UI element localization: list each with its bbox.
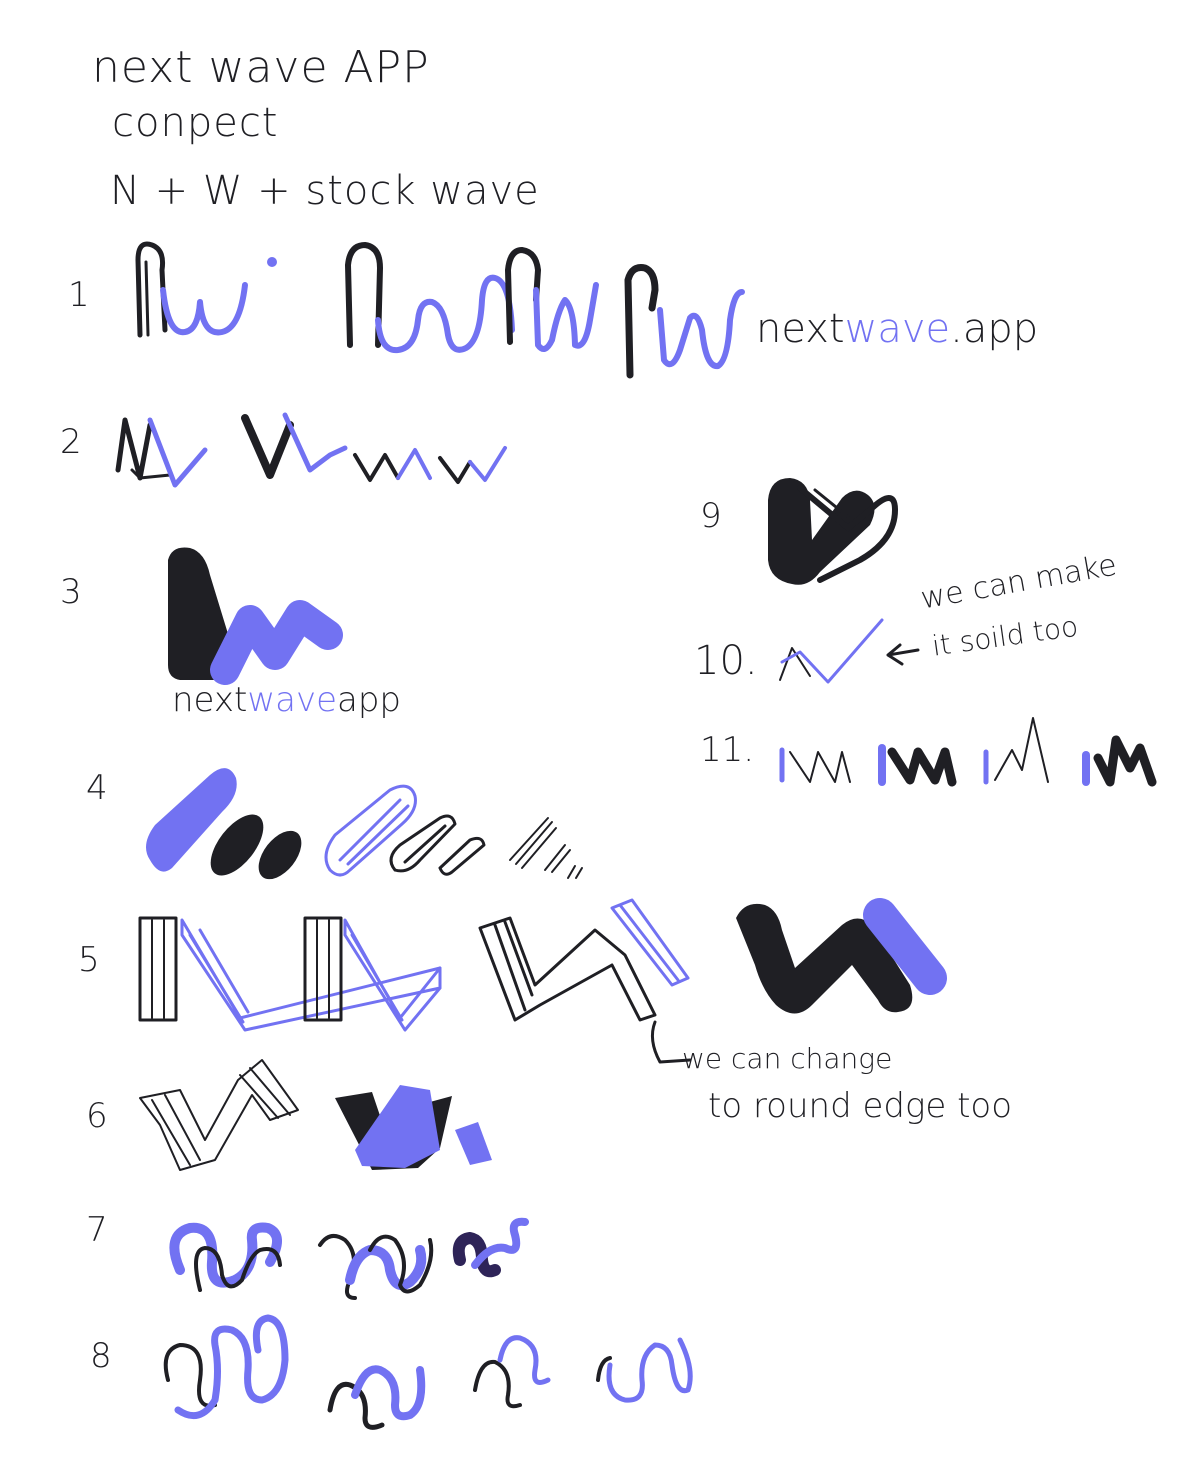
title-line-3: N + W + stock wave: [110, 168, 540, 214]
sketch-row-11: [779, 717, 1157, 787]
sketch-row-8: [163, 1314, 693, 1430]
logo-sketch-1d: [624, 264, 745, 379]
wordmark-1-app: .app: [950, 306, 1039, 352]
logo-sketch-1b: [345, 242, 515, 354]
row-number-5: 5: [78, 940, 100, 980]
logo-sketch-1a: [135, 241, 277, 338]
sketch-row-1: [135, 241, 745, 379]
sketch-row-3: [168, 547, 343, 685]
row-number-3: 3: [60, 572, 82, 612]
title-line-2: conpect: [112, 100, 279, 146]
wordmark-3-wave: wave: [247, 680, 338, 720]
wordmark-1-next: next: [756, 306, 845, 352]
title-line-1: next wave APP: [92, 42, 430, 93]
logo-sketch-1c: [505, 247, 599, 352]
row-number-7: 7: [86, 1210, 108, 1250]
row-number-11: 11.: [700, 730, 755, 770]
sketch-row-2: [115, 412, 507, 488]
sketch-row-7: [169, 1217, 529, 1300]
wordmark-row-1: nextwave.app: [756, 306, 1038, 352]
row-number-8: 8: [90, 1336, 112, 1376]
sketch-row-5: [138, 898, 947, 1064]
row-number-10: 10.: [694, 638, 758, 684]
wordmark-3-app: app: [337, 680, 402, 720]
wordmark-row-3: nextwaveapp: [172, 680, 401, 720]
sketch-row-6: [139, 1059, 492, 1171]
row-number-4: 4: [86, 768, 108, 808]
note-round-line-2: to round edge too: [708, 1086, 1013, 1126]
row-number-2: 2: [60, 422, 82, 462]
wordmark-3-next: next: [172, 680, 248, 720]
row-number-9: 9: [700, 496, 722, 536]
wordmark-1-wave: wave: [844, 306, 951, 352]
sketch-row-10: [779, 618, 920, 684]
sketch-row-4: [146, 768, 583, 880]
row-number-6: 6: [86, 1096, 108, 1136]
note-round-line-1: we can change: [682, 1042, 893, 1075]
sketch-row-9: [768, 478, 898, 585]
row-number-1: 1: [68, 275, 90, 315]
